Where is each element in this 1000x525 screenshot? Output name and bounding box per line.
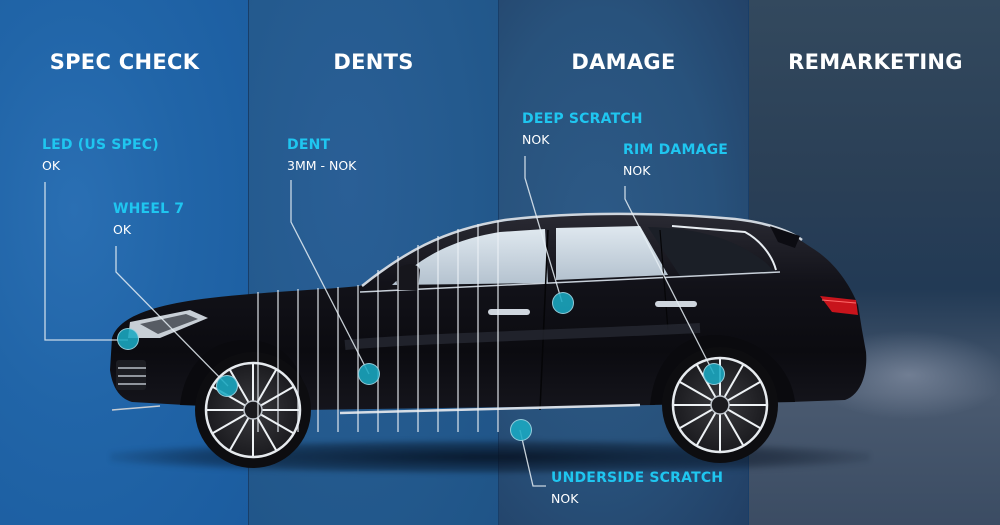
annotation-status: NOK xyxy=(522,132,550,147)
annotation-title: DENT xyxy=(287,137,331,153)
annotation-status: OK xyxy=(42,158,61,173)
heading-dents: DENTS xyxy=(333,50,414,74)
marker-led[interactable] xyxy=(117,328,139,350)
heading-remarketing: REMARKETING xyxy=(788,50,963,74)
annotation-led: LED (US SPEC) OK xyxy=(42,137,159,173)
annotation-status: 3MM - NOK xyxy=(287,158,357,173)
marker-dent[interactable] xyxy=(358,363,380,385)
annotation-wheel: WHEEL 7 OK xyxy=(113,201,184,237)
annotation-status: NOK xyxy=(551,491,579,506)
annotation-title: RIM DAMAGE xyxy=(623,142,729,158)
annotation-title: WHEEL 7 xyxy=(113,201,185,217)
annotation-underside-scratch: UNDERSIDE SCRATCH NOK xyxy=(551,470,723,506)
heading-damage: DAMAGE xyxy=(571,50,676,74)
annotation-deep-scratch: DEEP SCRATCH NOK xyxy=(522,111,643,147)
marker-wheel[interactable] xyxy=(216,375,238,397)
annotation-title: LED (US SPEC) xyxy=(42,137,159,153)
annotation-title: DEEP SCRATCH xyxy=(522,111,643,127)
annotation-status: NOK xyxy=(623,163,651,178)
annotation-title: UNDERSIDE SCRATCH xyxy=(551,470,724,486)
dent-scan-lines xyxy=(257,221,499,432)
annotation-status: OK xyxy=(113,222,132,237)
marker-deep-scratch[interactable] xyxy=(552,292,574,314)
heading-spec-check: SPEC CHECK xyxy=(49,50,200,74)
marker-underside-scratch[interactable] xyxy=(510,419,532,441)
marker-rim-damage[interactable] xyxy=(703,363,725,385)
annotation-rim-damage: RIM DAMAGE NOK xyxy=(623,142,728,178)
annotation-dent: DENT 3MM - NOK xyxy=(287,137,356,173)
column-divider xyxy=(248,0,249,525)
